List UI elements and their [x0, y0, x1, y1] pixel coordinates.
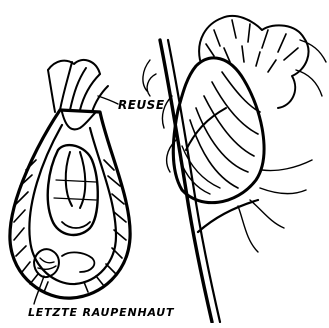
cocoon-section-drawing — [10, 60, 130, 304]
label-letzte-raupenhaut: LETZTE RAUPENHAUT — [28, 306, 174, 319]
cocoon-on-twig-drawing — [143, 16, 326, 322]
label-reuse: REUSE — [118, 98, 165, 112]
